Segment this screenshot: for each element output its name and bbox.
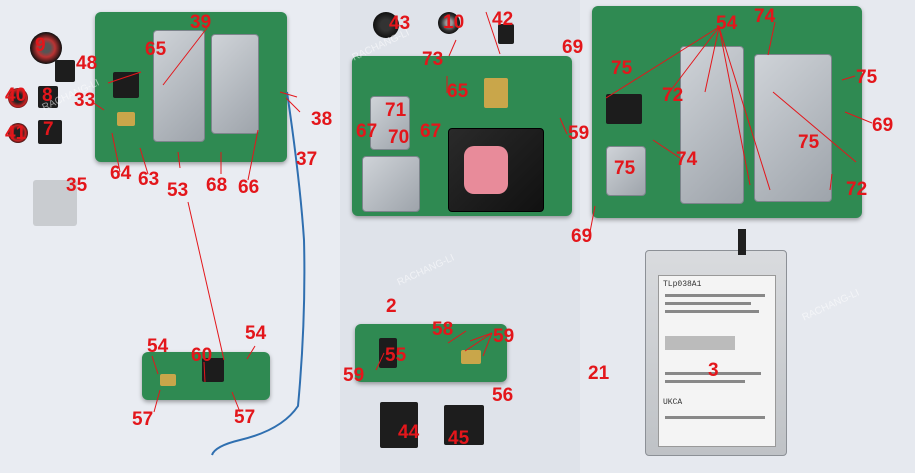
callout-label: 60 xyxy=(191,345,213,366)
battery: TLp038A1 UKCA xyxy=(645,229,787,456)
callout-label: 66 xyxy=(238,177,260,198)
battery-flex xyxy=(738,229,746,255)
callout-label: 56 xyxy=(492,385,514,406)
callout-label: 69 xyxy=(872,115,894,136)
small-module xyxy=(498,24,514,44)
callout-label: 42 xyxy=(492,9,514,30)
callout-label: 65 xyxy=(145,39,167,60)
callout-label: 33 xyxy=(74,90,96,111)
mainboard-front-board xyxy=(95,12,287,162)
callout-label: 75 xyxy=(798,132,820,153)
detail-chip xyxy=(606,94,642,124)
shield-bottom-left xyxy=(362,156,420,212)
callout-label: 70 xyxy=(388,127,410,148)
callout-label: 67 xyxy=(420,121,442,142)
callout-label: 7 xyxy=(43,119,54,140)
front-camera-2 xyxy=(438,12,460,34)
board-contact xyxy=(117,112,135,126)
rear-camera-module xyxy=(30,32,62,64)
battery-brand: TLp038A1 xyxy=(663,280,702,289)
callout-label: 44 xyxy=(398,422,420,443)
camera-flex xyxy=(55,60,75,82)
callout-label: 9 xyxy=(35,35,46,56)
callout-label: 75 xyxy=(856,67,878,88)
callout-label: 72 xyxy=(846,179,868,200)
callout-label: 53 xyxy=(167,180,189,201)
callout-label: 45 xyxy=(448,428,470,449)
callout-label: 73 xyxy=(422,49,444,70)
callout-label: 69 xyxy=(571,226,593,247)
callout-label: 69 xyxy=(562,37,584,58)
photo-panel-mainboard-front xyxy=(0,0,340,473)
callout-label: 57 xyxy=(132,409,154,430)
callout-label: 37 xyxy=(296,149,318,170)
camera-ring xyxy=(8,88,28,108)
callout-label: 35 xyxy=(66,175,88,196)
mainboard-back-board xyxy=(352,56,572,216)
callout-label: 68 xyxy=(206,175,228,196)
callout-label: 43 xyxy=(389,13,411,34)
board-connector xyxy=(113,72,139,98)
battery-ukca: UKCA xyxy=(663,398,683,407)
mainboard-detail-board xyxy=(592,6,862,218)
callout-label: 57 xyxy=(234,407,256,428)
callout-label: 72 xyxy=(662,85,684,106)
shield-right xyxy=(211,34,259,134)
detail-shield-small xyxy=(606,146,646,196)
callout-label: 63 xyxy=(138,169,160,190)
callout-label: 54 xyxy=(245,323,267,344)
callout-label: 2 xyxy=(386,296,397,317)
callout-label: 10 xyxy=(443,12,465,33)
battery-label: TLp038A1 UKCA xyxy=(658,275,776,447)
charging-board xyxy=(355,324,507,382)
callout-label: 58 xyxy=(432,319,454,340)
usb-connector xyxy=(461,350,481,364)
callout-label: 3 xyxy=(708,360,719,381)
callout-label: 39 xyxy=(190,12,212,33)
callout-label: 48 xyxy=(76,53,98,74)
callout-label: 59 xyxy=(343,365,365,386)
camera-ring-2 xyxy=(8,123,28,143)
macro-camera xyxy=(38,120,62,144)
callout-label: 21 xyxy=(588,363,610,384)
usb-port xyxy=(160,374,176,386)
bracket-right xyxy=(444,405,484,445)
thermal-pad xyxy=(464,146,508,194)
callout-label: 65 xyxy=(447,81,469,102)
callout-label: 40 xyxy=(5,85,27,106)
callout-label: 74 xyxy=(754,6,776,27)
callout-label: 41 xyxy=(5,123,27,144)
detail-shield-right xyxy=(754,54,832,202)
callout-label: 54 xyxy=(716,13,738,34)
photo-panel-mainboard-back xyxy=(340,0,580,473)
callout-label: 64 xyxy=(110,163,132,184)
detail-shield-left xyxy=(680,46,744,204)
callout-label: 38 xyxy=(311,109,333,130)
callout-label: 59 xyxy=(568,123,590,144)
callout-label: 75 xyxy=(611,58,633,79)
callout-label: 54 xyxy=(147,336,169,357)
callout-label: 59 xyxy=(493,326,515,347)
callout-label: 55 xyxy=(385,345,407,366)
bracket-left xyxy=(380,402,418,448)
callout-label: 74 xyxy=(676,149,698,170)
callout-label: 67 xyxy=(356,121,378,142)
board-contact-top xyxy=(484,78,508,108)
sim-tray-area xyxy=(370,96,410,150)
callout-label: 71 xyxy=(385,100,407,121)
screw-closeup xyxy=(33,180,77,226)
callout-label: 8 xyxy=(42,85,53,106)
front-camera xyxy=(373,12,399,38)
small-camera xyxy=(38,86,58,108)
callout-label: 75 xyxy=(614,158,636,179)
